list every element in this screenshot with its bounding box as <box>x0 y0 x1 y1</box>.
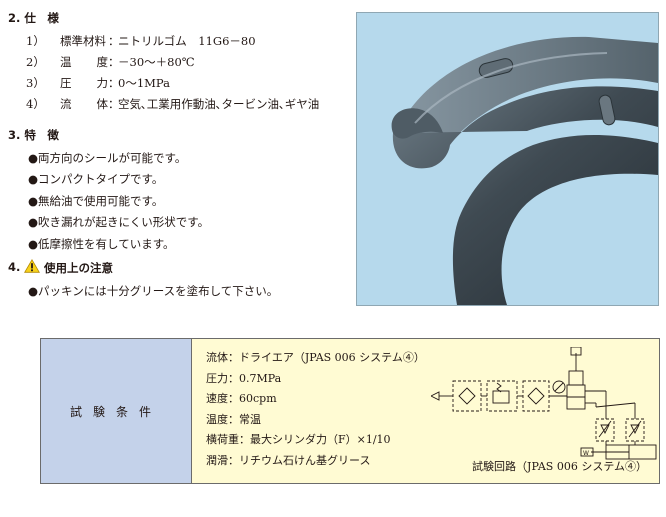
specs-heading: 2. 仕 様 <box>8 11 59 25</box>
warning-triangle-icon <box>24 259 40 273</box>
caution-text: ●パッキンには十分グリースを塗布して下さい。 <box>28 284 279 298</box>
spec-label: 標準材料 <box>60 34 106 48</box>
test-condition-item: 流体：ドライエア（JPAS 006 システム④） <box>206 351 425 364</box>
source-arrow <box>431 391 440 401</box>
test-condition-item: 潤滑：リチウム石けん基グリース <box>206 453 371 467</box>
spec-item: 3） 圧 力：0～1MPa <box>26 75 319 96</box>
feature-item: ●無給油で使用可能です。 <box>28 193 164 208</box>
spec-colon: ： <box>108 97 120 111</box>
feature-list: ●両方向のシールが可能です。 ●コンパクトタイプです。 ●無給油で使用可能です。 ●吹… <box>28 150 209 257</box>
test-condition-item: 速度：60cpm <box>206 392 277 405</box>
spec-number: 1） <box>26 34 45 48</box>
spec-number: 4） <box>26 97 45 111</box>
circuit-load-label: W <box>583 450 589 457</box>
feature-item: ●コンパクトタイプです。 <box>28 172 164 187</box>
test-conditions-box: 試験条件 流体：ドライエア（JPAS 006 システム④） 圧力：0.7MPa 速度… <box>40 338 660 484</box>
spec-colon: ： <box>108 55 120 69</box>
spec-label: 圧 力 <box>60 76 108 90</box>
spec-value: ニトリルゴム 11G6－80 <box>118 34 256 48</box>
spec-item: 4） 流 体：空気､工業用作動油､タービン油､ギヤ油 <box>26 96 319 117</box>
test-conditions-list: 流体：ドライエア（JPAS 006 システム④） 圧力：0.7MPa 速度：60cp… <box>206 349 425 472</box>
feature-item: ●吹き漏れが起きにくい形状です。 <box>28 215 210 230</box>
spec-number: 3） <box>26 76 45 90</box>
circuit-caption: 試験回路（JPAS 006 システム④） <box>472 460 647 473</box>
test-conditions-label: 試験条件 <box>69 404 162 419</box>
caution-heading-number: 4. <box>8 260 21 274</box>
seal-ring-illustration <box>391 36 658 306</box>
spec-value: －30～＋80℃ <box>118 55 195 69</box>
spec-item: 2） 温 度：－30～＋80℃ <box>26 54 319 75</box>
seal-ring-photo <box>356 12 659 306</box>
features-heading: 3. 特 徴 <box>8 128 59 142</box>
spec-number: 2） <box>26 55 45 69</box>
spec-colon: ： <box>108 34 120 48</box>
spec-colon: ： <box>108 76 120 90</box>
test-condition-item: 温度：常温 <box>206 412 261 426</box>
spec-item: 1） 標準材料：ニトリルゴム 11G6－80 <box>26 33 319 54</box>
feature-item: ●低摩擦性を有しています。 <box>28 236 175 251</box>
test-condition-item: 圧力：0.7MPa <box>206 371 282 385</box>
test-condition-item: 横荷重：最大シリンダ力（F）×1/10 <box>206 433 391 446</box>
spec-value: 空気､工業用作動油､タービン油､ギヤ油 <box>118 97 320 111</box>
spec-label: 流 体 <box>60 97 108 111</box>
spec-value: 0～1MPa <box>118 76 170 90</box>
caution-heading: 使用上の注意 <box>44 261 113 275</box>
test-conditions-label-cell: 試験条件 <box>41 339 192 483</box>
feature-item: ●両方向のシールが可能です。 <box>28 151 187 165</box>
test-circuit-diagram: W <box>431 347 657 460</box>
spec-label: 温 度 <box>60 55 108 69</box>
